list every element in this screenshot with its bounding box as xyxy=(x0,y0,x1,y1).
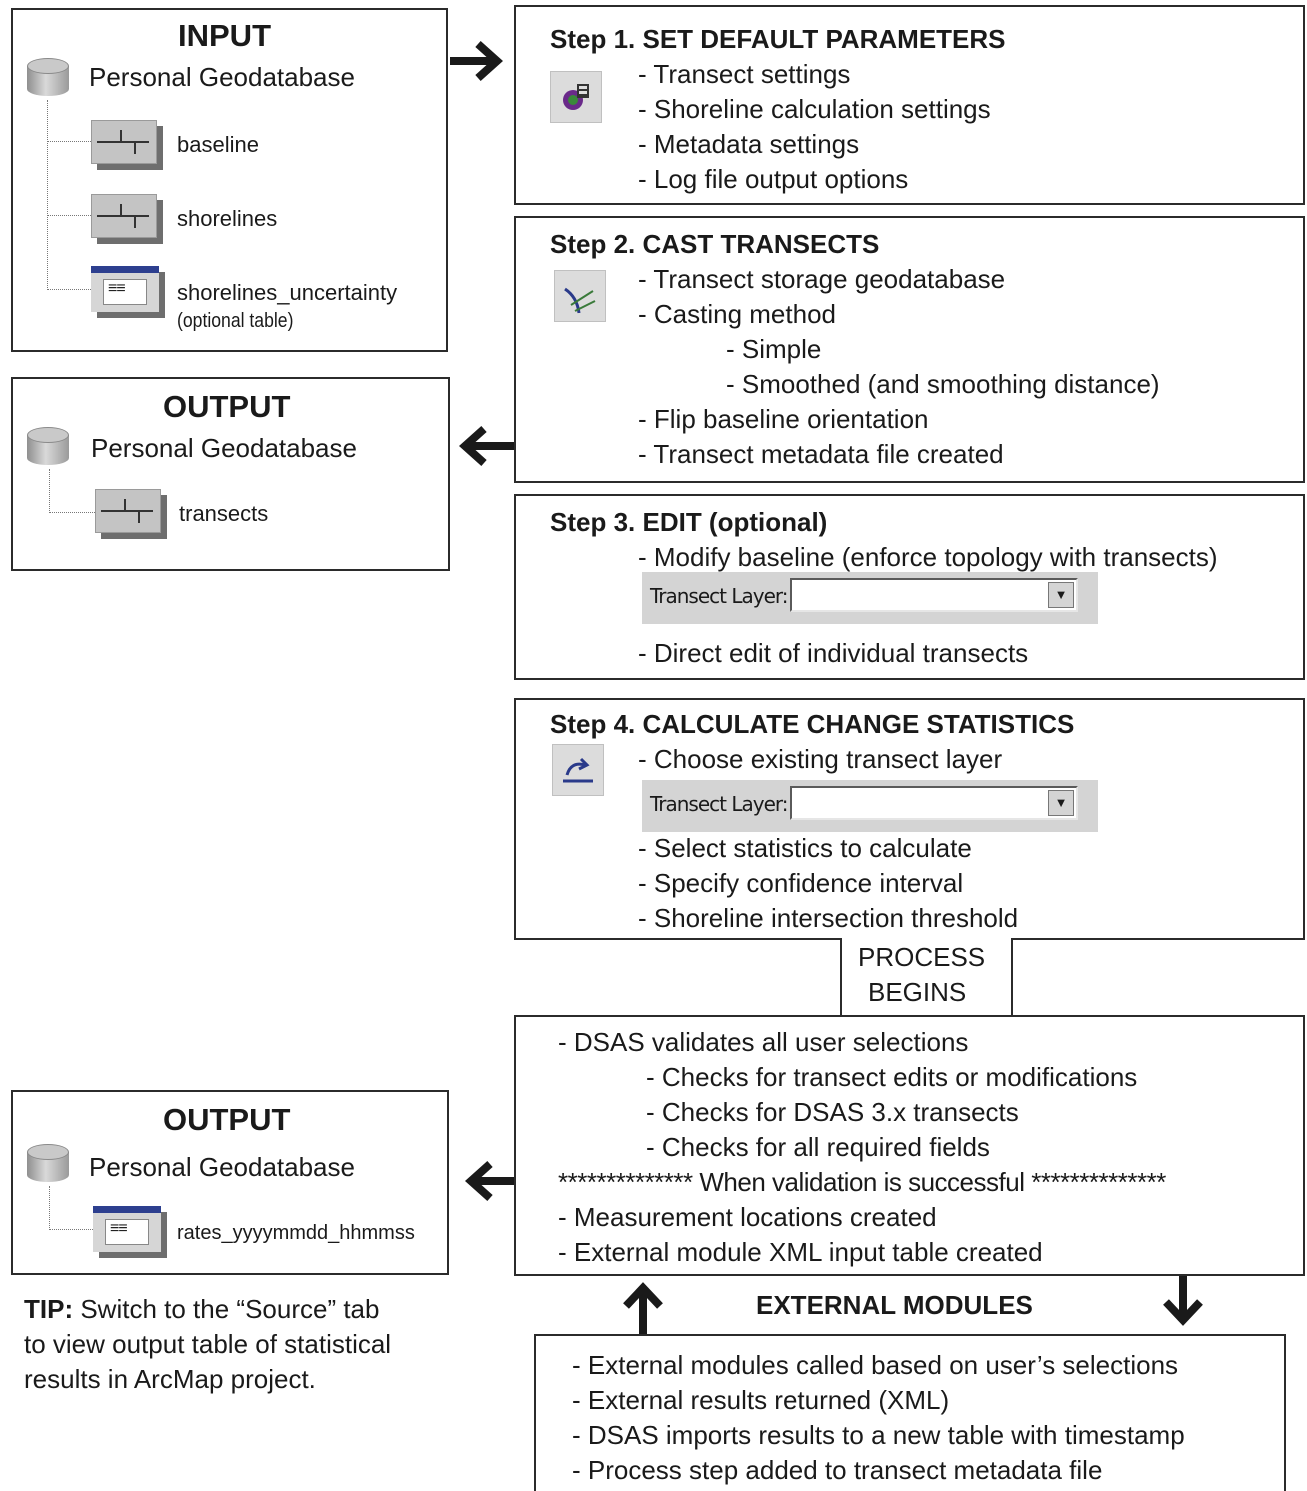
calculate-statistics-tool-icon xyxy=(552,744,604,796)
validation-success-line: ************** When validation is succes… xyxy=(558,1167,1166,1197)
arrow-left-icon xyxy=(459,426,514,466)
step1-line-3: - Metadata settings xyxy=(638,129,860,159)
input-box: INPUT Personal Geodatabase baseline shor… xyxy=(11,8,448,352)
transect-layer-dropdown[interactable]: ▼ xyxy=(790,578,1078,612)
input-title: INPUT xyxy=(178,18,271,53)
tip-label: TIP: xyxy=(24,1294,74,1324)
arrow-down-icon xyxy=(1163,1276,1203,1326)
arrow-left-icon xyxy=(465,1161,514,1201)
chevron-down-icon[interactable]: ▼ xyxy=(1048,582,1074,608)
input-item-baseline: baseline xyxy=(177,132,259,157)
external-modules-box: - External modules called based on user’… xyxy=(534,1334,1286,1491)
step4-title: Step 4. CALCULATE CHANGE STATISTICS xyxy=(550,709,1075,739)
output-item-transects: transects xyxy=(179,501,269,526)
validation-line-3: - Checks for DSAS 3.x transects xyxy=(646,1097,1019,1127)
tip-line-1: Switch to the “Source” tab xyxy=(73,1294,380,1324)
step1-line-2: - Shoreline calculation settings xyxy=(638,94,991,124)
validation-line-6: - Measurement locations created xyxy=(558,1202,937,1232)
process-line-1: PROCESS xyxy=(858,942,986,972)
step1-title: Step 1. SET DEFAULT PARAMETERS xyxy=(550,24,1006,54)
validation-line-4: - Checks for all required fields xyxy=(646,1132,990,1162)
geodatabase-icon xyxy=(27,58,69,98)
step1-box: Step 1. SET DEFAULT PARAMETERS - Transec… xyxy=(514,5,1305,205)
arrow-up-icon xyxy=(623,1282,663,1334)
step2-line-2: - Casting method xyxy=(638,299,836,329)
optional-table-note: (optional table) xyxy=(177,310,294,332)
process-line-2: BEGINS xyxy=(868,977,967,1007)
step2-line-4: - Smoothed (and smoothing distance) xyxy=(726,369,1160,399)
validation-line-2: - Checks for transect edits or modificat… xyxy=(646,1062,1138,1092)
arrow-right-icon xyxy=(450,41,503,81)
step4-line-1: - Choose existing transect layer xyxy=(638,744,1003,774)
cast-transects-tool-icon xyxy=(554,270,606,322)
step3-title: Step 3. EDIT (optional) xyxy=(550,507,828,537)
validation-line-7: - External module XML input table create… xyxy=(558,1237,1043,1267)
tip-text: TIP: Switch to the “Source” tab to view … xyxy=(24,1292,391,1397)
output-title: OUTPUT xyxy=(163,389,291,424)
step2-line-6: - Transect metadata file created xyxy=(638,439,1004,469)
step2-line-5: - Flip baseline orientation xyxy=(638,404,929,434)
step1-line-1: - Transect settings xyxy=(638,59,851,89)
line-layer-icon xyxy=(95,489,167,539)
transect-layer-label: Transect Layer: xyxy=(650,792,788,816)
settings-tool-icon xyxy=(550,71,602,123)
output-item-rates: rates_yyyymmdd_hhmmss xyxy=(177,1222,415,1244)
input-item-uncertainty: shorelines_uncertainty xyxy=(177,280,398,305)
step2-title: Step 2. CAST TRANSECTS xyxy=(550,229,880,259)
external-line-3: - DSAS imports results to a new table wi… xyxy=(572,1420,1185,1450)
line-layer-icon xyxy=(91,194,163,244)
output-db-label: Personal Geodatabase xyxy=(91,433,357,463)
output-db-label: Personal Geodatabase xyxy=(89,1152,355,1182)
validation-line-1: - DSAS validates all user selections xyxy=(558,1027,969,1057)
tip-line-2: to view output table of statistical xyxy=(24,1329,392,1359)
external-line-4: - Process step added to transect metadat… xyxy=(572,1455,1103,1485)
step2-box: Step 2. CAST TRANSECTS - Transect storag… xyxy=(514,216,1305,483)
step4-line-3: - Specify confidence interval xyxy=(638,868,964,898)
transect-layer-label: Transect Layer: xyxy=(650,584,788,608)
transect-layer-control: Transect Layer: ▼ xyxy=(642,572,1098,624)
tip-line-3: results in ArcMap project. xyxy=(24,1364,316,1394)
table-icon: ≡≡ xyxy=(93,1206,167,1258)
external-modules-title: EXTERNAL MODULES xyxy=(756,1290,1033,1320)
validation-box: - DSAS validates all user selections - C… xyxy=(514,1015,1305,1276)
external-line-1: - External modules called based on user’… xyxy=(572,1350,1179,1380)
transect-layer-dropdown[interactable]: ▼ xyxy=(790,786,1078,820)
table-icon: ≡≡ xyxy=(91,266,165,318)
line-layer-icon xyxy=(91,120,163,170)
step3-box: Step 3. EDIT (optional) - Modify baselin… xyxy=(514,494,1305,680)
geodatabase-icon xyxy=(27,427,69,467)
output-box-rates: OUTPUT Personal Geodatabase ≡≡ rates_yyy… xyxy=(11,1090,449,1275)
geodatabase-icon xyxy=(27,1144,69,1184)
transect-layer-control: Transect Layer: ▼ xyxy=(642,780,1098,832)
input-db-label: Personal Geodatabase xyxy=(89,62,355,92)
step3-line-1: - Modify baseline (enforce topology with… xyxy=(638,542,1218,572)
step1-line-4: - Log file output options xyxy=(638,164,909,194)
input-item-shorelines: shorelines xyxy=(177,206,278,231)
process-connector xyxy=(840,938,1013,1016)
step2-line-3: - Simple xyxy=(726,334,822,364)
step3-line-2: - Direct edit of individual transects xyxy=(638,638,1029,668)
external-line-2: - External results returned (XML) xyxy=(572,1385,950,1415)
chevron-down-icon[interactable]: ▼ xyxy=(1048,790,1074,816)
step4-line-2: - Select statistics to calculate xyxy=(638,833,972,863)
step4-line-4: - Shoreline intersection threshold xyxy=(638,903,1019,933)
output-title: OUTPUT xyxy=(163,1102,291,1137)
output-box-transects: OUTPUT Personal Geodatabase transects xyxy=(11,377,450,571)
step4-box: Step 4. CALCULATE CHANGE STATISTICS - Ch… xyxy=(514,698,1305,940)
step2-line-1: - Transect storage geodatabase xyxy=(638,264,1006,294)
